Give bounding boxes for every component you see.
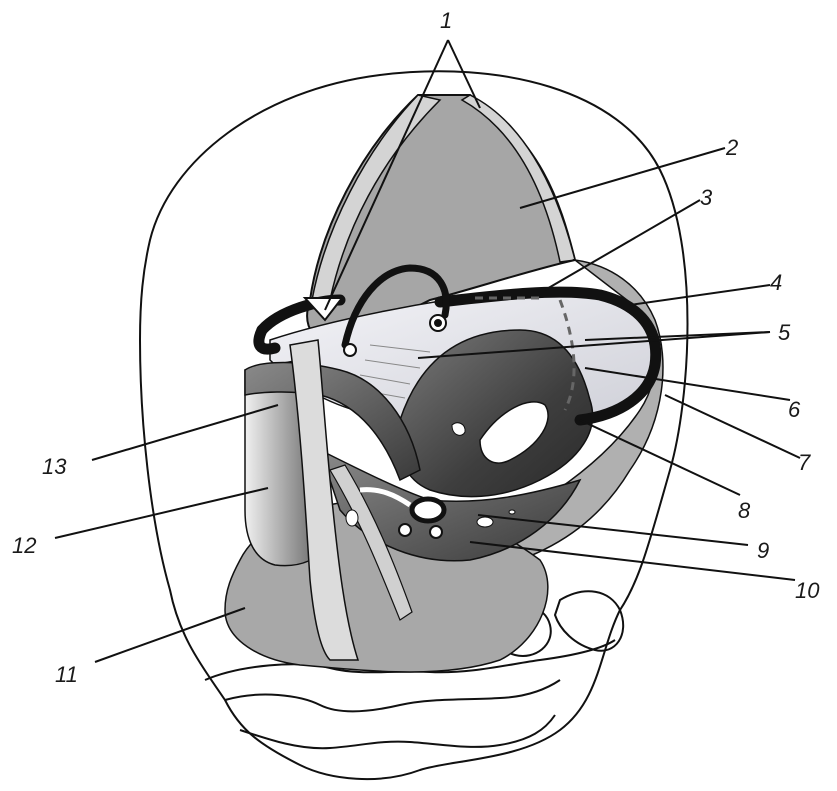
- label-8: 8: [738, 498, 751, 523]
- label-6: 6: [788, 397, 801, 422]
- label-9: 9: [757, 538, 769, 563]
- label-1: 1: [440, 8, 452, 33]
- label-4: 4: [770, 270, 782, 295]
- label-11: 11: [55, 662, 78, 687]
- label-7: 7: [798, 450, 811, 475]
- label-3: 3: [700, 185, 713, 210]
- label-5: 5: [778, 320, 791, 345]
- label-13: 13: [42, 454, 67, 479]
- label-10: 10: [795, 578, 820, 603]
- sella-ring: [412, 499, 444, 521]
- label-2: 2: [725, 135, 738, 160]
- label-12: 12: [12, 533, 36, 558]
